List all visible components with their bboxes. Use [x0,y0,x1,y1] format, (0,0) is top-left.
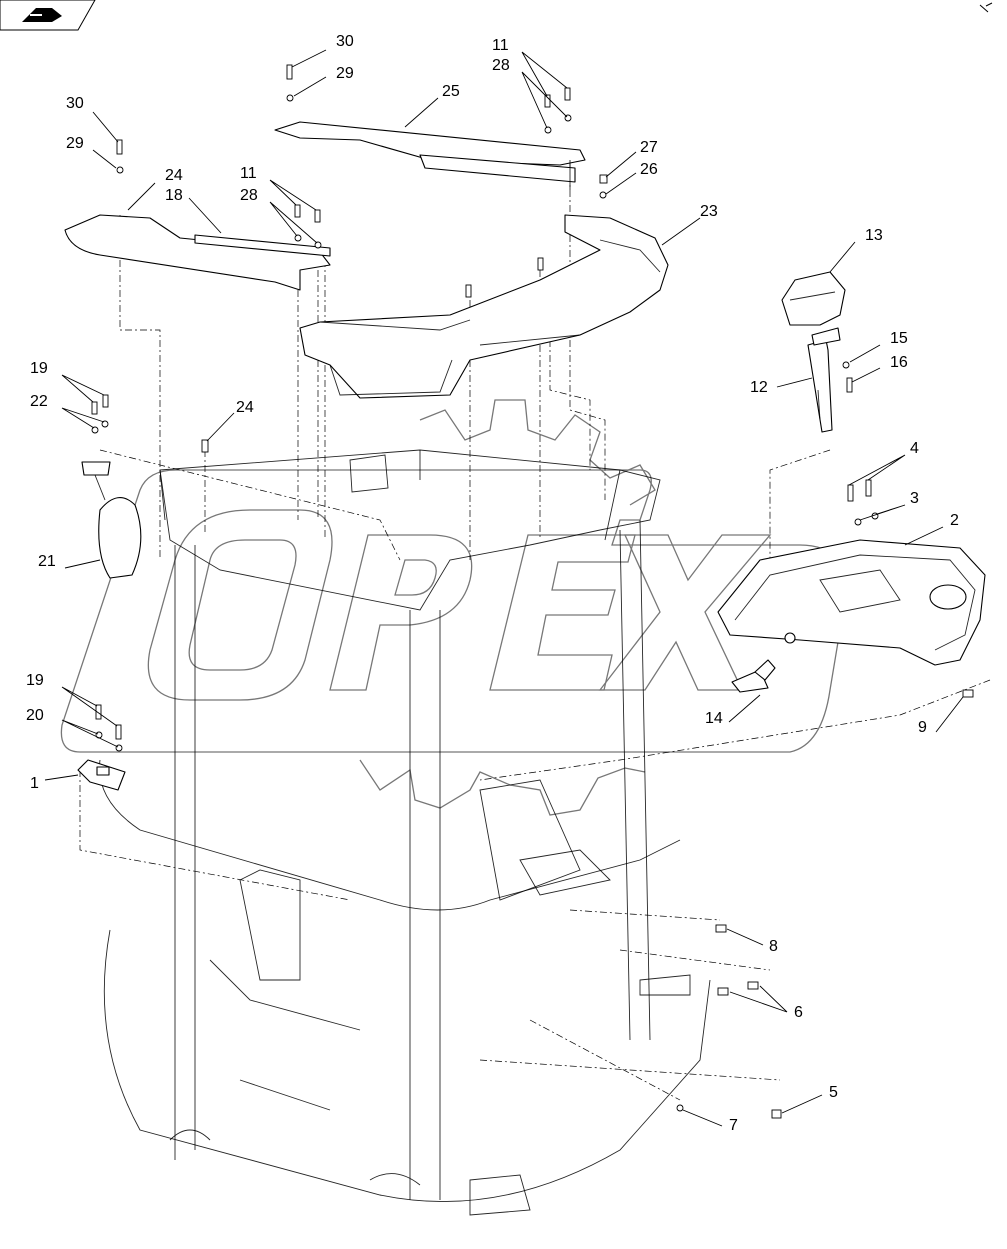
part-25-crossbar [274,121,586,190]
callout-3: 3 [910,490,919,507]
callout-19-top: 19 [30,360,48,377]
callout-12: 12 [750,379,768,396]
part-1-bracket [77,759,126,791]
callout-4: 4 [910,440,919,457]
callout-26: 26 [640,161,658,178]
callout-8: 8 [769,938,778,955]
callout-30-top: 30 [336,33,354,50]
callout-25: 25 [442,83,460,100]
callout-13: 13 [865,227,883,244]
leader-lines [44,49,964,1127]
truck-frame [99,449,711,1216]
corner-tab [0,0,96,31]
part-24-cover [64,214,331,291]
callout-1: 1 [30,775,39,792]
fasteners [91,64,974,1119]
callout-2: 2 [950,512,959,529]
callout-labels: 30 29 30 29 25 11 28 27 26 24 18 11 28 2… [26,33,959,1134]
callout-6: 6 [794,1004,803,1021]
callout-14: 14 [705,710,723,727]
callout-5: 5 [829,1084,838,1101]
callout-9: 9 [918,719,927,736]
part-23-bracket [299,214,669,399]
part-14-knob [731,659,776,693]
callout-24-top: 24 [165,167,183,184]
callout-19-bottom: 19 [26,672,44,689]
callout-11-mid: 11 [240,165,257,182]
part-12-arm-bracket [807,327,841,433]
callout-16: 16 [890,354,908,371]
callout-28-mid: 28 [240,187,258,204]
callout-22: 22 [30,393,48,410]
callout-29-top: 29 [336,65,354,82]
part-2-console [717,539,986,666]
part-13-armrest-pad [781,271,846,326]
callout-28-top: 28 [492,57,510,74]
callout-30-left: 30 [66,95,84,112]
callout-7: 7 [729,1117,738,1134]
callout-29-left: 29 [66,135,84,152]
part-21-mirror [81,461,142,579]
callout-24-mid: 24 [236,399,254,416]
callout-15: 15 [890,330,908,347]
callout-20: 20 [26,707,44,724]
callout-27: 27 [640,139,658,156]
callout-11-top: 11 [492,37,509,54]
callout-23: 23 [700,203,718,220]
callout-18: 18 [165,187,183,204]
corner-mark-icon [979,2,993,13]
callout-21: 21 [38,553,56,570]
page-arrow-icon [22,8,62,22]
